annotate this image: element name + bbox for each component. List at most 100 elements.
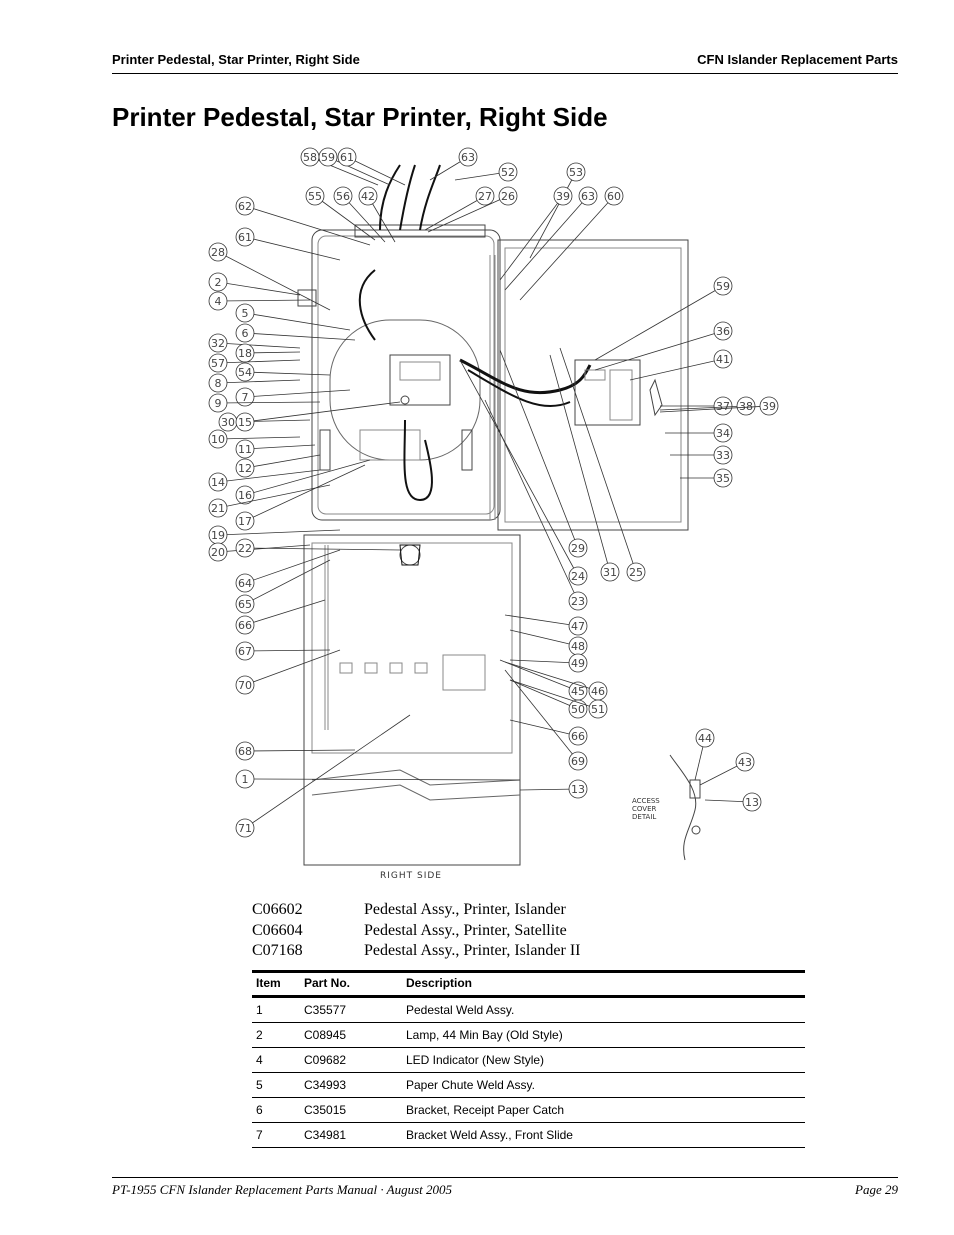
callout-number: 25 [629,566,643,579]
callout-balloon [208,242,228,262]
callout-leader [659,405,747,411]
callout-balloon [208,498,228,518]
column-header-description: Description [402,970,805,998]
callout-number: 36 [716,325,730,338]
detail-label-line-2: COVER [632,805,656,813]
item-cell: 2 [252,1022,300,1048]
callout-number: 66 [238,619,252,632]
callout-leader [659,405,770,413]
callout-number: 49 [571,657,585,670]
callout-balloon [305,186,325,206]
callout-leader [244,714,411,829]
callout-leader [244,454,321,469]
callout-number: 47 [571,620,585,633]
callout-balloon [458,147,478,167]
callout-number: 68 [238,745,252,758]
callout-number: 6 [242,327,249,340]
callout-balloon [498,162,518,182]
callout-number: 29 [571,542,585,555]
page-footer-left: PT-1955 CFN Islander Replacement Parts M… [112,1182,453,1197]
view-label: RIGHT SIDE [380,871,442,881]
callout-number: 5 [242,307,249,320]
callout-number: 59 [321,151,335,164]
callout-leader [629,358,724,381]
callout-leader [559,347,637,573]
callout-leader [217,436,301,440]
callout-number: 11 [238,443,252,456]
callout-leader [244,749,356,752]
callout-number: 69 [571,755,585,768]
assembly-description: Pedestal Assy., Printer, Islander II [364,942,581,959]
assembly-row: C07168 Pedestal Assy., Printer, Islander… [252,941,581,962]
callout-balloon [713,349,733,369]
callout-leader [244,464,366,522]
callout-balloon [337,147,357,167]
callout-balloon [713,276,733,296]
callout-balloon [568,653,588,673]
callout-leader [217,379,301,384]
callout-number: 13 [571,783,585,796]
callout-balloon [578,186,598,206]
callout-leader [217,299,311,302]
callout-number: 14 [211,476,225,489]
callout-number: 55 [308,190,322,203]
callout-balloon [566,162,586,182]
callout-leader [244,389,351,398]
callout-number: 42 [361,190,375,203]
parts-table: Item Part No. Description 1 C35577 Pedes… [252,970,805,1148]
callout-balloon [235,594,255,614]
callout-number: 19 [211,529,225,542]
callout-number: 66 [571,730,585,743]
callout-balloon [568,591,588,611]
callout-balloon [600,562,620,582]
header-rule [112,73,898,74]
assembly-part-number: C06604 [252,921,303,939]
callout-number: 61 [340,151,354,164]
callout-number: 50 [571,703,585,716]
callout-number: 44 [698,732,712,745]
callout-number: 45 [571,685,585,698]
callout-number: 57 [211,357,225,370]
assembly-description: Pedestal Assy., Printer, Islander [364,901,566,918]
callout-leader [504,661,599,692]
table-row: 5 C34993 Paper Chute Weld Assy. [252,1072,805,1098]
callout-leader [244,236,341,261]
callout-balloon [235,227,255,247]
callout-balloon [208,373,228,393]
callout-leader [244,312,351,331]
callout-number: 4 [215,295,222,308]
callout-balloon [604,186,624,206]
callout-balloon [318,147,338,167]
callout-balloon [588,699,608,719]
callout-leader [424,195,486,231]
callout-balloon [235,303,255,323]
callout-number: 23 [571,595,585,608]
callout-number: 16 [238,489,252,502]
callout-leader [244,649,331,652]
detail-label-line-1: ACCESS [632,797,660,805]
callout-leader [244,332,356,341]
callout-number: 59 [716,280,730,293]
callout-leader [244,549,341,584]
assembly-row: C06602 Pedestal Assy., Printer, Islander [252,900,581,921]
callout-balloon [208,429,228,449]
callout-number: 35 [716,472,730,485]
callout-number: 17 [238,515,252,528]
callout-leader [499,349,579,549]
callout-leader [217,469,321,483]
callout-number: 18 [238,347,252,360]
callout-number: 27 [478,190,492,203]
callout-leader [519,195,615,301]
description-cell: Pedestal Weld Assy. [402,996,805,1023]
callout-number: 51 [591,703,605,716]
table-row: 4 C09682 LED Indicator (New Style) [252,1047,805,1073]
description-cell: LED Indicator (New Style) [402,1047,805,1073]
callout-balloon [235,458,255,478]
assembly-description: Pedestal Assy., Printer, Satellite [364,921,567,939]
callout-number: 71 [238,822,252,835]
callout-number: 32 [211,337,225,350]
callout-balloon [235,362,255,382]
callout-leader [244,559,331,605]
table-row: 2 C08945 Lamp, 44 Min Bay (Old Style) [252,1022,805,1048]
